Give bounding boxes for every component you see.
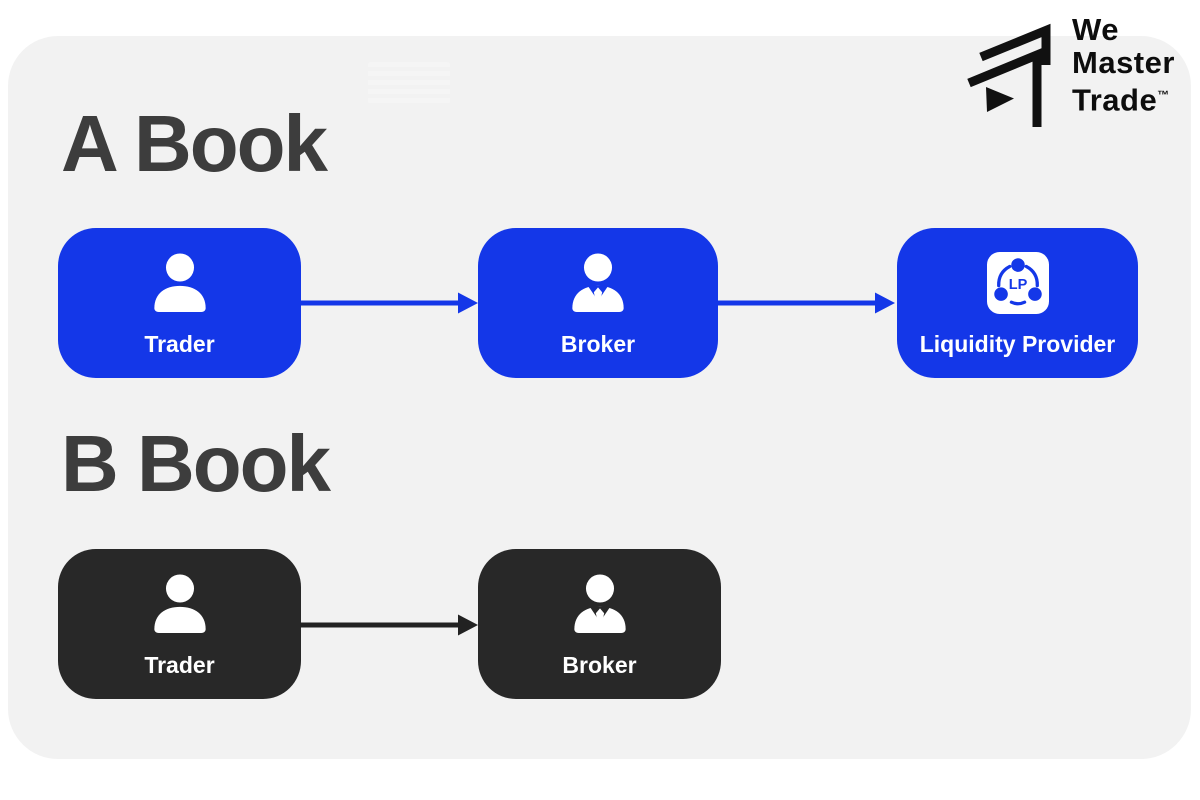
a-book-trader-node: Trader [58,228,301,378]
logo-line-1: We [1072,12,1119,47]
liquidity-network-icon: LP [986,251,1049,314]
b-book-heading: B Book [61,419,331,508]
b-book-trader-node: Trader [58,549,301,699]
node-label: Broker [560,331,636,357]
broker-person-icon [569,572,631,635]
logo-line-3: Trade™ [1072,82,1170,118]
a-book-liquidity-provider-node: LP Liquidity Provider [897,228,1138,378]
flow-arrow-trader-to-broker [300,614,478,636]
brand-logo: We Master Trade™ [956,12,1175,129]
faint-watermark-artifact [368,62,450,104]
node-label: Liquidity Provider [919,331,1116,357]
trademark-symbol: ™ [1157,88,1170,102]
node-label: Broker [562,652,637,678]
brand-logo-text: We Master Trade™ [1072,12,1175,118]
broker-person-icon [567,251,629,314]
flow-arrow-trader-to-broker [300,292,478,314]
flow-arrow-broker-to-lp [717,292,895,314]
logo-line-2: Master [1072,44,1175,80]
b-book-broker-node: Broker [478,549,721,699]
person-icon [149,572,211,635]
person-icon [149,251,211,314]
node-label: Trader [144,652,215,678]
a-book-heading: A Book [61,99,328,188]
lp-badge: LP [1008,276,1027,292]
node-label: Trader [144,331,215,357]
ascending-arrows-logo-icon [967,23,1051,127]
a-book-broker-node: Broker [478,228,718,378]
